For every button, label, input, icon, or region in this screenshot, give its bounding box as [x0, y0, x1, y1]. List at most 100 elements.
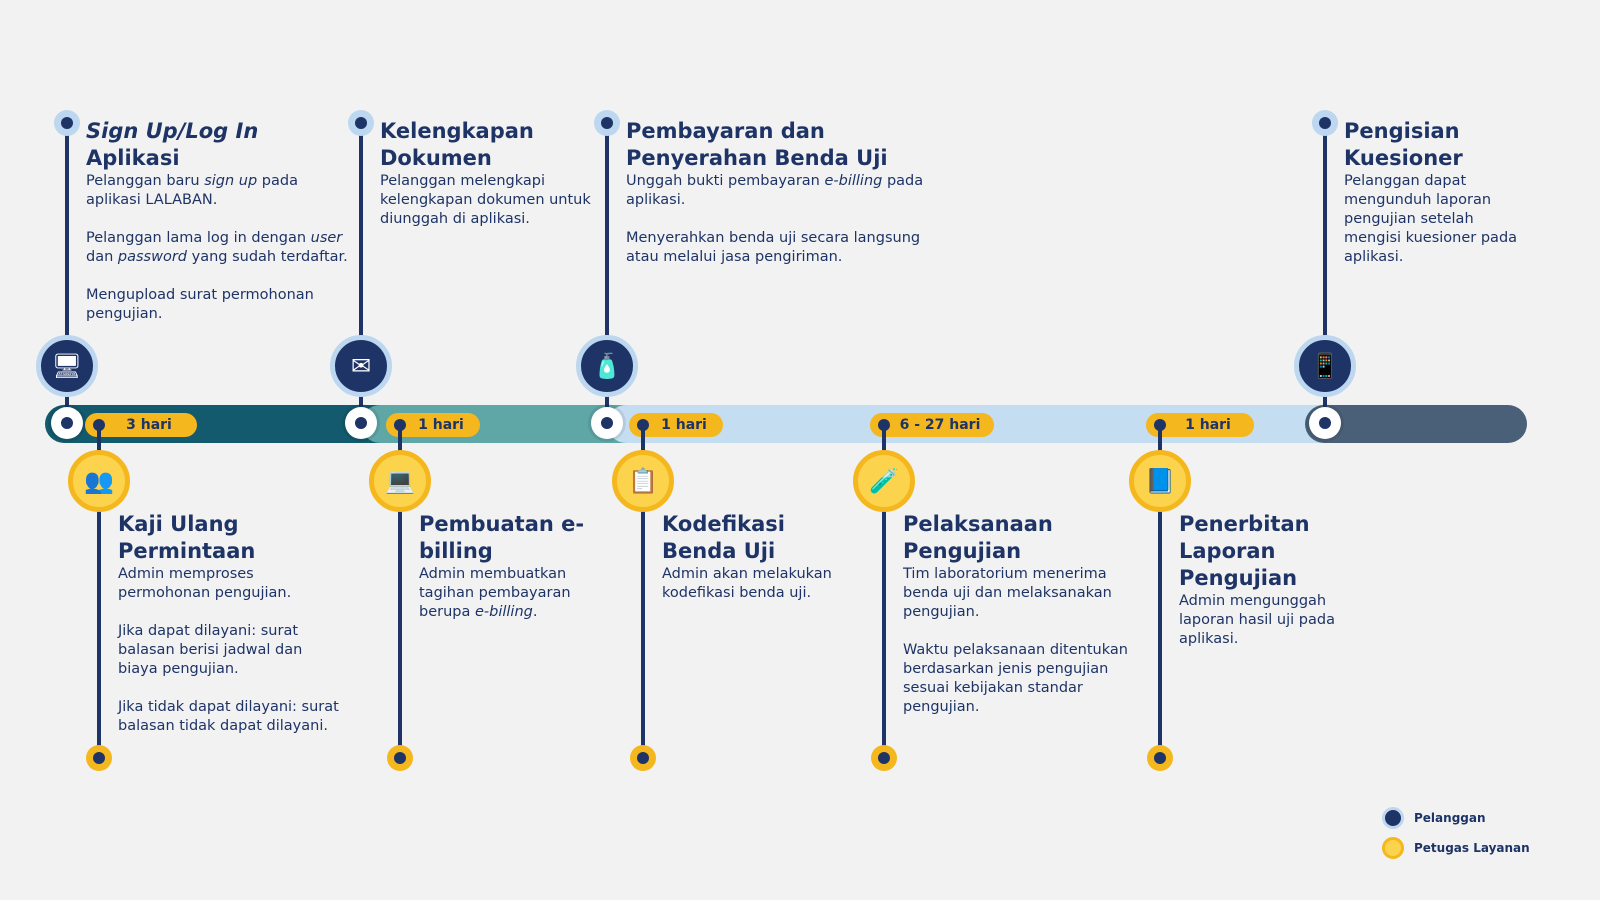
connector-line	[359, 123, 363, 423]
text-segment: Penerbitan Laporan Pengujian	[1179, 512, 1310, 590]
duration-label: 6 - 27 hari	[899, 417, 981, 433]
envelope-document-icon: ✉	[330, 335, 392, 397]
computer-monitor-icon: 🖥	[36, 335, 98, 397]
text-segment: Kelengkapan Dokumen	[380, 119, 534, 170]
timeline-node	[591, 407, 623, 439]
duration-label: 3 hari	[126, 417, 172, 433]
step-start-dot	[54, 110, 80, 136]
step-title: Kelengkapan Dokumen	[380, 118, 605, 172]
text-segment: e-billing	[824, 173, 883, 189]
step-title: Sign Up/Log In Aplikasi	[86, 118, 356, 172]
text-segment: Admin membuatkan tagihan pembayaran beru…	[419, 566, 571, 620]
sample-container-icon: 🧴	[576, 335, 638, 397]
step-description: Admin mengunggah laporan hasil uji pada …	[1179, 592, 1364, 649]
connector-line	[65, 123, 69, 423]
text-segment: e-billing	[474, 604, 533, 620]
step-title: Pengisian Kuesioner	[1344, 118, 1524, 172]
step-end-dot	[630, 745, 656, 771]
step-description: Pelanggan dapat mengunduh laporan penguj…	[1344, 172, 1524, 267]
text-segment: Waktu pelaksanaan ditentukan berdasarkan…	[903, 642, 1128, 715]
connector-line	[1158, 425, 1162, 758]
text-segment: .	[532, 604, 538, 620]
text-segment: Jika dapat dilayani: surat balasan beris…	[118, 623, 303, 677]
step-description: Jika dapat dilayani: surat balasan beris…	[118, 622, 343, 679]
text-segment: Sign Up/Log In	[86, 119, 259, 143]
report-book-icon: 📘	[1129, 450, 1191, 512]
text-segment: Menyerahkan benda uji secara langsung at…	[626, 230, 921, 265]
step-description: Menyerahkan benda uji secara langsung at…	[626, 229, 926, 267]
text-segment: Pembuatan e-billing	[419, 512, 585, 563]
step-end-dot	[1147, 745, 1173, 771]
badge-dot	[394, 419, 406, 431]
step-description: Waktu pelaksanaan ditentukan berdasarkan…	[903, 641, 1143, 717]
text-segment: pada aplikasi LALABAN.	[86, 173, 298, 208]
text-segment: Pelanggan baru	[86, 173, 205, 189]
step-description: Mengupload surat permohonan pengujian.	[86, 286, 356, 324]
step-end-dot	[86, 745, 112, 771]
phone-questionnaire-icon: 📱	[1294, 335, 1356, 397]
timeline-segment-4	[1305, 405, 1527, 443]
text-segment: Pelanggan melengkapi kelengkapan dokumen…	[380, 173, 591, 227]
legend-pelanggan: Pelanggan	[1382, 807, 1486, 829]
connector-line	[605, 123, 609, 423]
step-end-dot	[387, 745, 413, 771]
legend-swatch	[1382, 807, 1404, 829]
step-end-dot	[871, 745, 897, 771]
duration-label: 1 hari	[418, 417, 464, 433]
lab-technicians-icon: 🧪	[853, 450, 915, 512]
step-description: Jika tidak dapat dilayani: surat balasan…	[118, 698, 343, 736]
step-description: Pelanggan baru sign up pada aplikasi LAL…	[86, 172, 356, 210]
badge-dot	[1154, 419, 1166, 431]
step-title: Pembuatan e-billing	[419, 511, 604, 565]
step-description: Admin memproses permohonan pengujian.	[118, 565, 343, 603]
text-segment: yang sudah terdaftar.	[187, 249, 348, 265]
timeline-node	[1309, 407, 1341, 439]
connector-line	[398, 425, 402, 758]
text-segment: Admin akan melakukan kodefikasi benda uj…	[662, 566, 832, 601]
step-title: Pelaksanaan Pengujian	[903, 511, 1143, 565]
duration-badge: 6 - 27 hari	[870, 413, 994, 437]
step-description: Tim laboratorium menerima benda uji dan …	[903, 565, 1143, 622]
text-segment: Mengupload surat permohonan pengujian.	[86, 287, 314, 322]
connector-line	[641, 425, 645, 758]
step-description: Admin akan melakukan kodefikasi benda uj…	[662, 565, 862, 603]
timeline-node	[51, 407, 83, 439]
monitor-icon: 💻	[369, 450, 431, 512]
text-segment: Unggah bukti pembayaran	[626, 173, 825, 189]
text-segment: Admin mengunggah laporan hasil uji pada …	[1179, 593, 1335, 647]
text-segment: dan	[86, 249, 118, 265]
step-title: Pembayaran dan Penyerahan Benda Uji	[626, 118, 926, 172]
legend-label: Pelanggan	[1414, 811, 1486, 825]
step-start-dot	[1312, 110, 1338, 136]
text-segment: Pengisian Kuesioner	[1344, 119, 1463, 170]
legend-label: Petugas Layanan	[1414, 841, 1530, 855]
text-segment: Admin memproses permohonan pengujian.	[118, 566, 292, 601]
step-title: Kaji Ulang Permintaan	[118, 511, 343, 565]
duration-label: 1 hari	[1185, 417, 1231, 433]
admin-review-icon: 👥	[68, 450, 130, 512]
text-segment: pada aplikasi.	[626, 173, 924, 208]
badge-dot	[93, 419, 105, 431]
connector-line	[97, 425, 101, 758]
badge-dot	[637, 419, 649, 431]
step-description: Unggah bukti pembayaran e-billing pada a…	[626, 172, 926, 210]
text-segment: password	[117, 249, 187, 265]
text-segment: Aplikasi	[86, 146, 180, 170]
step-title: Penerbitan Laporan Pengujian	[1179, 511, 1364, 592]
text-segment: Kodefikasi Benda Uji	[662, 512, 786, 563]
text-segment: user	[310, 230, 343, 246]
legend-petugas: Petugas Layanan	[1382, 837, 1530, 859]
connector-line	[1323, 123, 1327, 423]
duration-label: 1 hari	[661, 417, 707, 433]
step-description: Admin membuatkan tagihan pembayaran beru…	[419, 565, 604, 622]
text-segment: Tim laboratorium menerima benda uji dan …	[903, 566, 1112, 620]
step-start-dot	[348, 110, 374, 136]
step-start-dot	[594, 110, 620, 136]
